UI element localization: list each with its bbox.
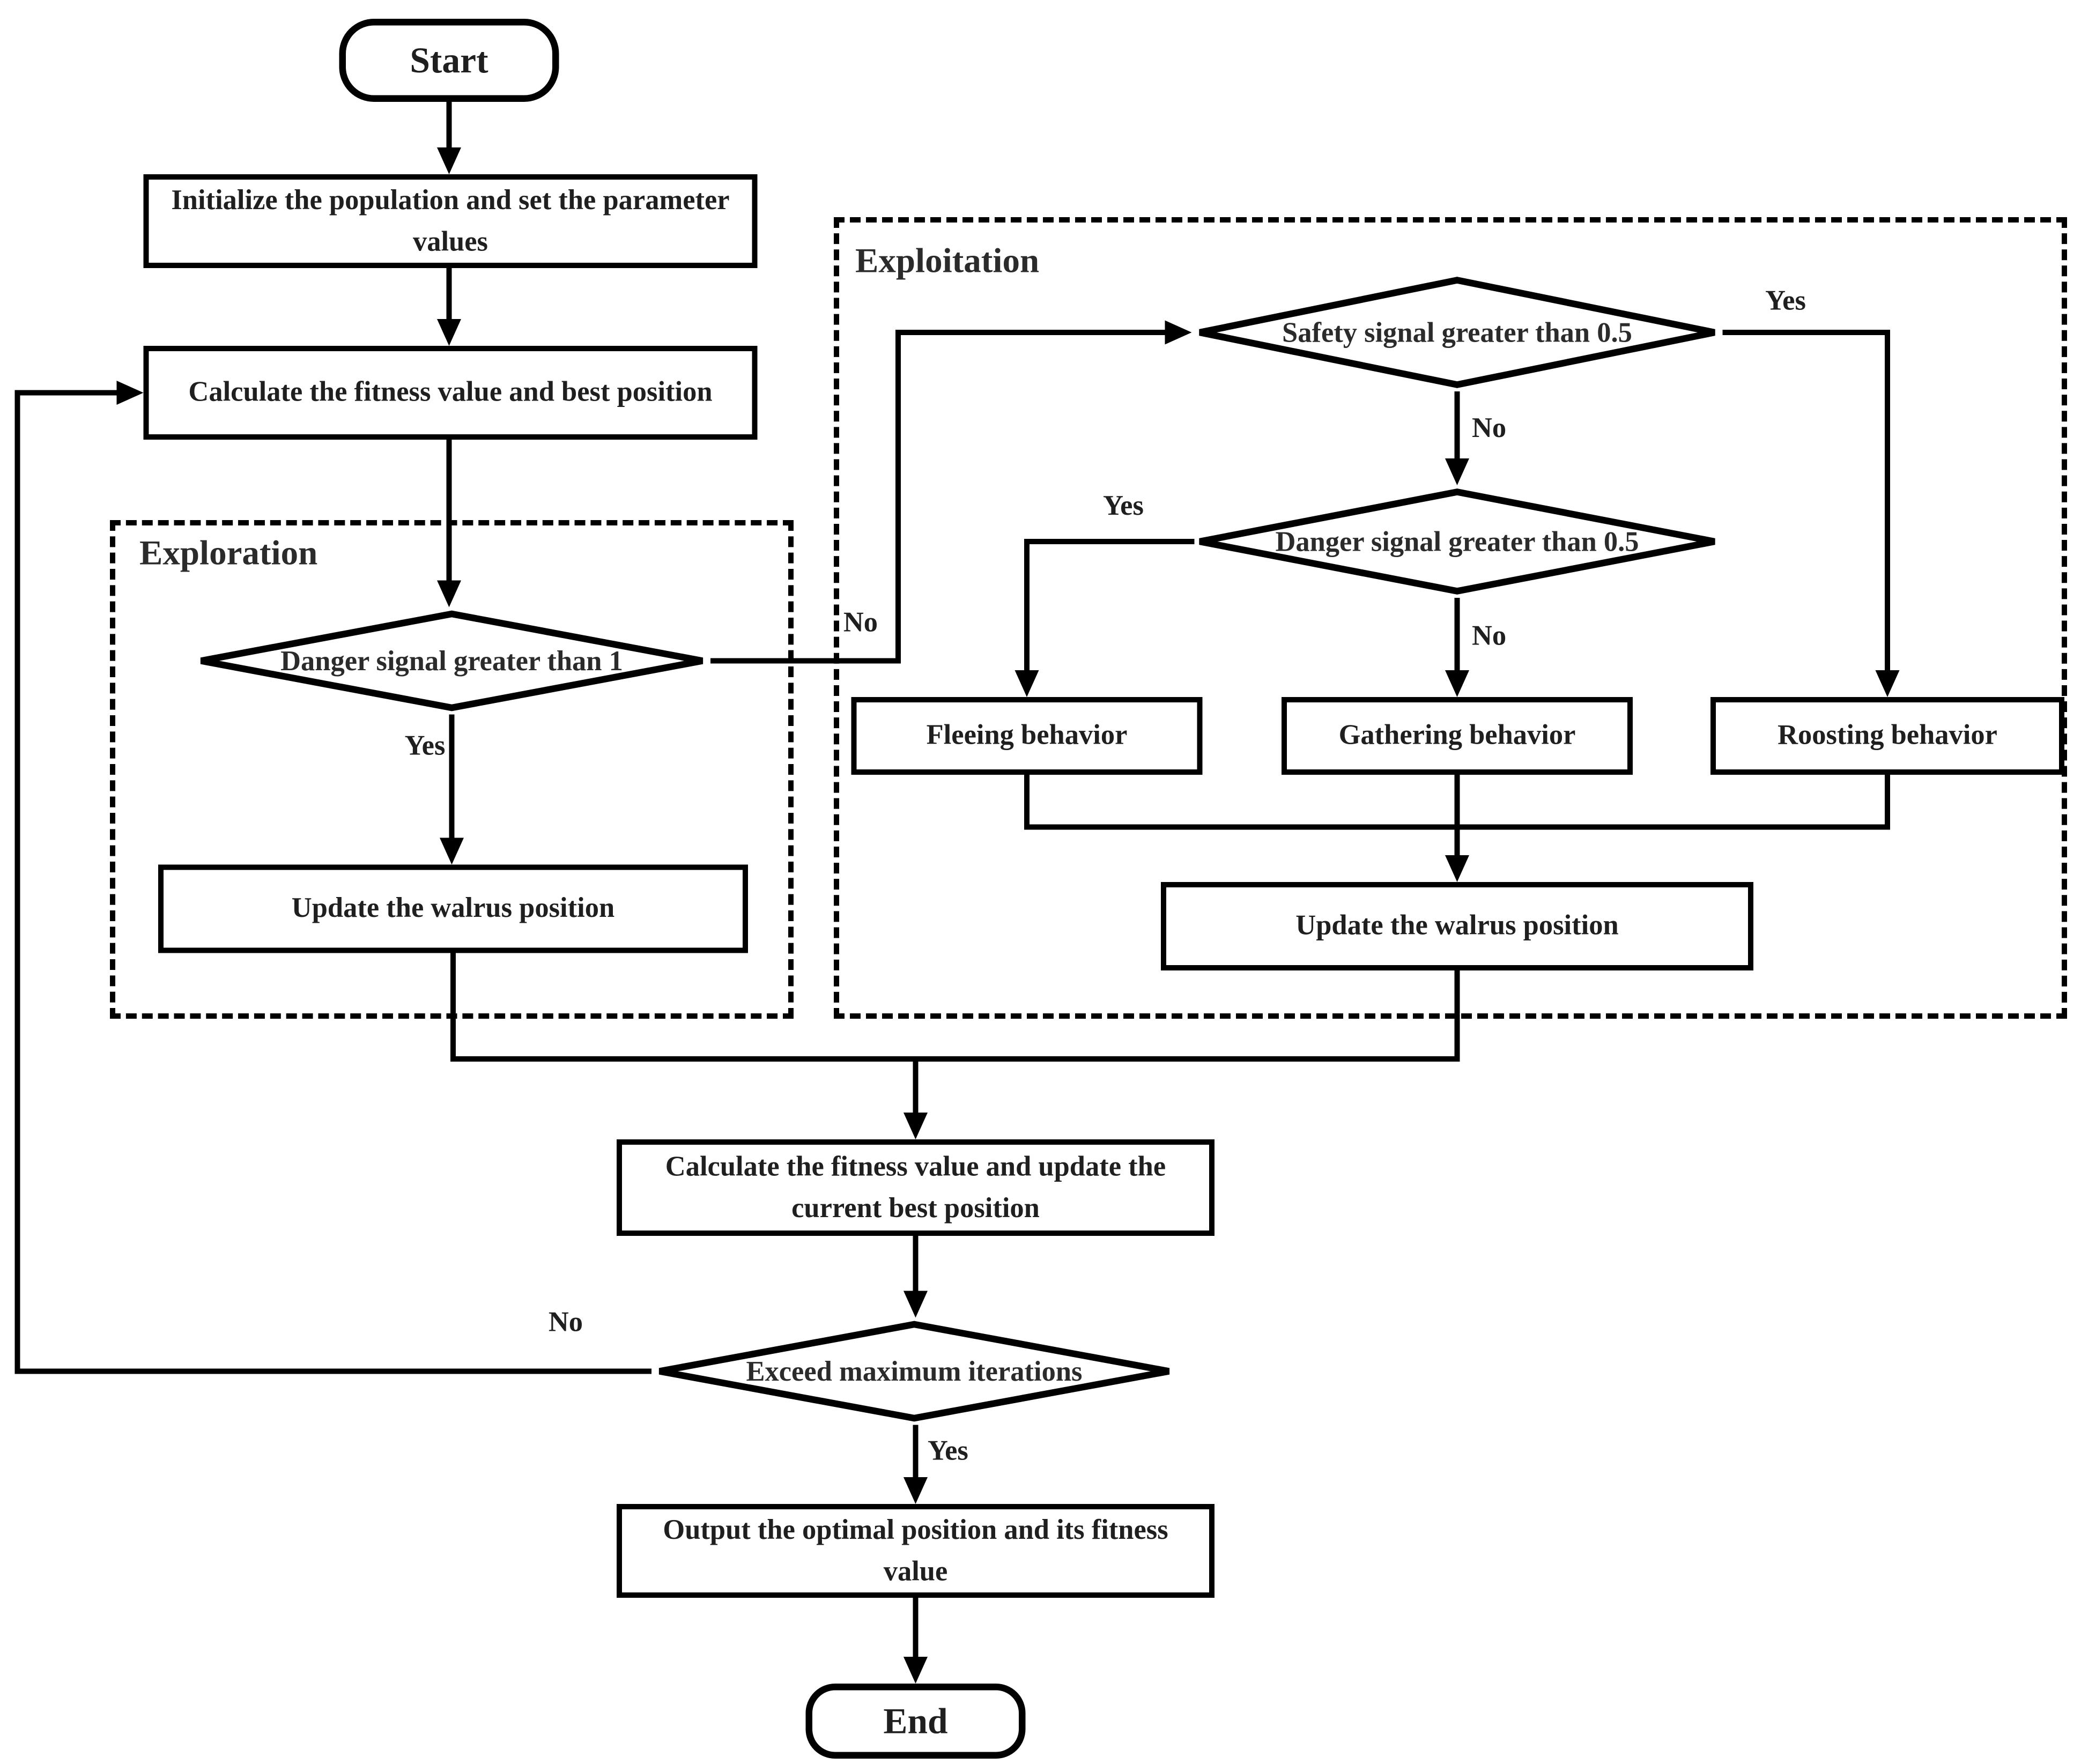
- danger-gt05-diamond-shape: [1199, 488, 1715, 595]
- edge-gathering-merge: [1454, 775, 1460, 858]
- calc-fitness-update-label: Calculate the fitness value and update t…: [665, 1149, 1166, 1224]
- end-label: End: [883, 1700, 948, 1741]
- edge-merge-calc2: [913, 1056, 919, 1115]
- edge-start-initialize: [446, 102, 452, 150]
- danger-gt05-diamond: Danger signal greater than 0.5: [1192, 485, 1723, 598]
- calc-fitness-best-label: Calculate the fitness value and best pos…: [188, 375, 713, 408]
- edge-exceed-no-h1: [14, 1368, 651, 1374]
- edge-danger2-no: [1454, 598, 1460, 673]
- calc-fitness-best-box: Calculate the fitness value and best pos…: [143, 346, 758, 440]
- exploration-label: Exploration: [139, 533, 318, 573]
- update-walrus-exploit-label: Update the walrus position: [1295, 909, 1619, 942]
- edge-output-end: [913, 1598, 919, 1659]
- safety-gt05-label: Safety signal greater than 0.5: [1282, 315, 1632, 348]
- arrowhead-fleeing: [1014, 670, 1039, 697]
- arrowhead-initialize: [437, 147, 461, 174]
- exceed-iterations-label: Exceed maximum iterations: [746, 1354, 1083, 1387]
- danger-gt1-diamond-shape: [200, 610, 703, 711]
- roosting-behavior-box: Roosting behavior: [1710, 697, 2064, 775]
- edge-danger1-no-h2: [895, 330, 1165, 335]
- start-node: Start: [339, 19, 559, 102]
- edge-exceed-no-v: [14, 390, 20, 1374]
- arrowhead-danger2: [1445, 458, 1469, 485]
- edge-update-exploit-down: [1454, 970, 1460, 1062]
- label-danger1-yes: Yes: [404, 729, 446, 761]
- initialize-box: Initialize the population and set the pa…: [143, 174, 758, 268]
- edge-updates-merge-h: [450, 1056, 1460, 1062]
- edge-roosting-merge: [1885, 775, 1890, 830]
- exceed-iterations-diamond: Exceed maximum iterations: [651, 1318, 1177, 1425]
- end-node: End: [805, 1684, 1026, 1759]
- arrowhead-calc: [437, 319, 461, 346]
- gathering-behavior-label: Gathering behavior: [1338, 718, 1576, 751]
- edge-danger2-yes-v: [1024, 539, 1030, 673]
- edge-calc-danger1: [446, 440, 452, 583]
- update-walrus-explore-box: Update the walrus position: [158, 864, 748, 953]
- label-danger2-yes: Yes: [1103, 489, 1144, 522]
- output-optimal-box: Output the optimal position and its fitn…: [617, 1504, 1214, 1598]
- label-safety-no: No: [1472, 411, 1507, 444]
- edge-update-explore-down: [450, 953, 456, 1062]
- roosting-behavior-label: Roosting behavior: [1778, 718, 1997, 751]
- start-label: Start: [410, 39, 488, 80]
- arrowhead-danger1: [437, 580, 461, 607]
- edge-danger2-yes-h: [1024, 539, 1195, 544]
- initialize-label: Initialize the population and set the pa…: [171, 183, 730, 257]
- exploitation-label: Exploitation: [855, 241, 1040, 280]
- edge-safety-yes-h: [1722, 330, 1890, 335]
- edge-calc2-exceed: [913, 1236, 919, 1294]
- safety-gt05-diamond-shape: [1199, 277, 1715, 388]
- arrowhead-calc2: [904, 1113, 928, 1139]
- exploitation-region: [834, 217, 2067, 1019]
- edge-fleeing-merge: [1024, 775, 1030, 830]
- fleeing-behavior-label: Fleeing behavior: [926, 718, 1128, 751]
- danger-gt1-diamond: Danger signal greater than 1: [193, 607, 710, 715]
- edge-danger1-no-v: [895, 330, 901, 664]
- update-walrus-explore-label: Update the walrus position: [291, 892, 615, 924]
- edge-initialize-calc: [446, 268, 452, 322]
- safety-gt05-diamond: Safety signal greater than 0.5: [1192, 273, 1723, 391]
- danger-gt05-label: Danger signal greater than 0.5: [1275, 524, 1639, 557]
- label-exceed-yes: Yes: [928, 1434, 968, 1466]
- arrowhead-end: [904, 1657, 928, 1684]
- edge-danger1-yes: [449, 714, 455, 841]
- edge-exceed-yes: [913, 1425, 919, 1480]
- danger-gt1-label: Danger signal greater than 1: [280, 644, 623, 677]
- arrowhead-roosting: [1875, 670, 1900, 697]
- label-danger1-no: No: [843, 606, 878, 638]
- edge-safety-no: [1454, 391, 1460, 461]
- label-safety-yes: Yes: [1765, 284, 1806, 316]
- arrowhead-gathering: [1445, 670, 1469, 697]
- label-danger2-no: No: [1472, 619, 1507, 651]
- arrowhead-output: [904, 1477, 928, 1504]
- arrowhead-update-exploit: [1445, 855, 1469, 882]
- gathering-behavior-box: Gathering behavior: [1282, 697, 1633, 775]
- output-optimal-label: Output the optimal position and its fitn…: [663, 1513, 1168, 1587]
- edge-safety-yes-v: [1885, 330, 1890, 673]
- label-exceed-no: No: [548, 1306, 583, 1338]
- calc-fitness-update-box: Calculate the fitness value and update t…: [617, 1139, 1214, 1236]
- edge-danger1-no-h1: [710, 658, 901, 664]
- fleeing-behavior-box: Fleeing behavior: [851, 697, 1203, 775]
- arrowhead-loopback-calc: [116, 381, 144, 405]
- arrowhead-exceed: [904, 1291, 928, 1318]
- update-walrus-exploit-box: Update the walrus position: [1161, 882, 1753, 970]
- arrowhead-update-explore: [440, 837, 464, 865]
- arrowhead-safety: [1165, 320, 1192, 345]
- edge-exceed-no-h2: [14, 390, 120, 396]
- exceed-iterations-diamond-shape: [658, 1321, 1170, 1422]
